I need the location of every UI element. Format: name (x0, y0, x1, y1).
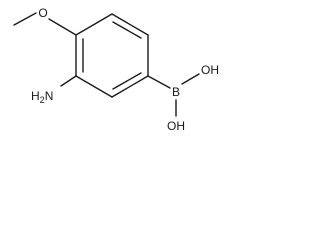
oxygen-to-methyl-bond (13, 12, 37, 26)
chemical-structure-diagram: O H2N B OH OH (13, 6, 219, 133)
methoxy-oxygen-label: O (38, 6, 47, 20)
ring-double-bond-top-right (112, 21, 142, 39)
ring-bond-bottom-left (75, 75, 113, 98)
amino-label: H2N (31, 89, 53, 105)
ring-to-boron-bond (147, 75, 171, 89)
boron-label: B (172, 85, 180, 99)
top-hydroxyl-label: OH (201, 63, 219, 77)
amino-group: H2N (31, 75, 77, 105)
boron-to-top-hydroxyl-bond (181, 73, 200, 85)
benzene-ring (75, 13, 149, 98)
bottom-hydroxyl-label: OH (167, 119, 185, 133)
boronic-acid-group: B OH OH (147, 63, 219, 133)
ring-bond-top-right (111, 13, 149, 36)
ring-bond-top-left (75, 13, 113, 36)
methoxy-group: O (13, 6, 77, 36)
ring-to-amino-bond (60, 75, 77, 87)
ring-double-bond-bottom-right (112, 72, 142, 90)
ring-bond-bottom-right (111, 75, 149, 98)
ring-to-oxygen-bond (48, 18, 77, 36)
